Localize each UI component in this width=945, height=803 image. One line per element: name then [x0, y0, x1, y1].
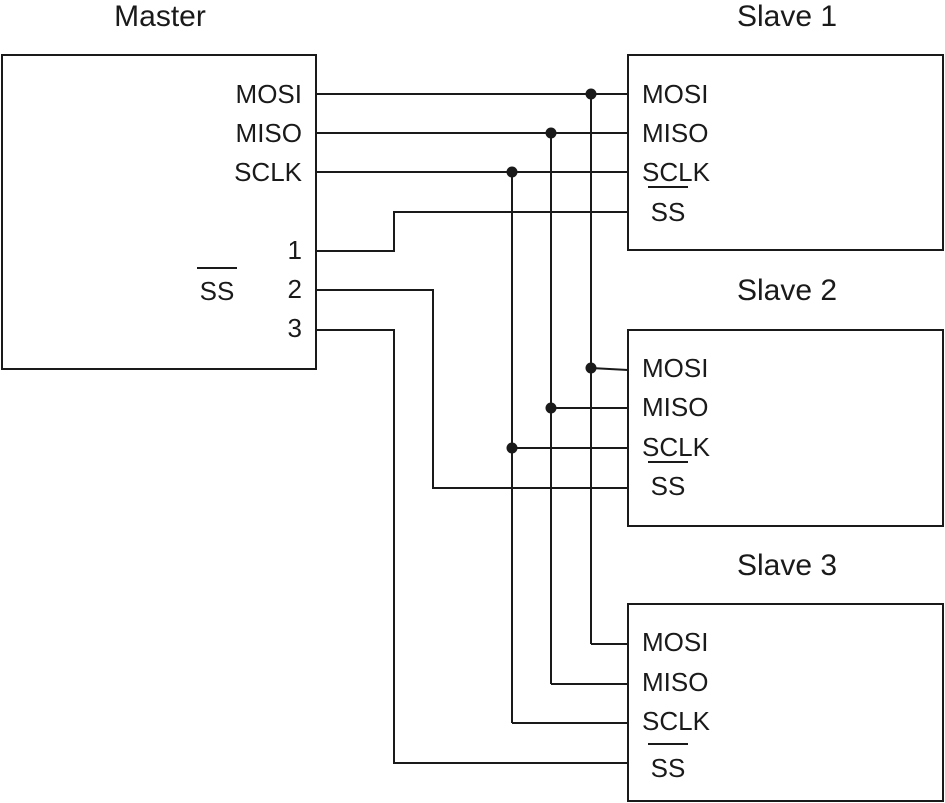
master-title: Master: [114, 0, 206, 33]
master-box: [1, 54, 317, 370]
slave-1-sclk-label: SCLK: [642, 157, 711, 187]
slave-3-mosi-label: MOSI: [642, 627, 708, 657]
slave-1-title: Slave 1: [737, 0, 837, 33]
sclk-bus: [316, 166, 628, 724]
master-block: Master MOSI MISO SCLK 1 2 3 SS: [1, 0, 317, 370]
slave-1-box: [627, 54, 944, 251]
slave-3-sclk-label: SCLK: [642, 706, 711, 736]
sclk-junction-2: [506, 442, 518, 454]
miso-junction-2: [545, 402, 557, 414]
mosi-junction-1: [585, 88, 597, 100]
slave-1-block: Slave 1 MOSI MISO SCLK SS: [627, 0, 944, 251]
slave-2-sclk-label: SCLK: [642, 432, 711, 462]
ss-1-wire: [316, 211, 628, 252]
master-sclk-label: SCLK: [234, 157, 303, 187]
slave-3-miso-label: MISO: [642, 667, 708, 697]
slave-2-title: Slave 2: [737, 274, 837, 307]
master-miso-label: MISO: [236, 118, 302, 148]
slave-3-block: Slave 3 MOSI MISO SCLK SS: [627, 549, 944, 802]
sclk-junction-1: [506, 166, 518, 178]
miso-bus: [316, 127, 628, 685]
slave-1-mosi-label: MOSI: [642, 79, 708, 109]
mosi-junction-2: [585, 362, 597, 374]
master-ss-pin-2-label: 2: [288, 274, 302, 304]
slave-1-ss-label: SS: [651, 197, 686, 227]
slave-2-ss-label: SS: [651, 471, 686, 501]
ss-2-wire: [316, 289, 628, 489]
master-mosi-label: MOSI: [236, 79, 302, 109]
slave-2-block: Slave 2 MOSI MISO SCLK SS: [627, 274, 944, 527]
slave-2-mosi-label: MOSI: [642, 353, 708, 383]
slave-3-box: [627, 603, 944, 802]
ss-3-wire: [316, 329, 628, 764]
slave-3-ss-label: SS: [651, 753, 686, 783]
master-ss-pin-3-label: 3: [288, 313, 302, 343]
master-ss-pin-1-label: 1: [288, 235, 302, 265]
slave-2-miso-label: MISO: [642, 392, 708, 422]
master-ss-group-label: SS: [200, 276, 235, 306]
slave-1-miso-label: MISO: [642, 118, 708, 148]
mosi-branch-slave-2: [590, 367, 629, 371]
mosi-bus: [316, 88, 629, 645]
slave-3-title: Slave 3: [737, 549, 837, 582]
miso-junction-1: [545, 127, 557, 139]
slave-2-box: [627, 329, 944, 527]
